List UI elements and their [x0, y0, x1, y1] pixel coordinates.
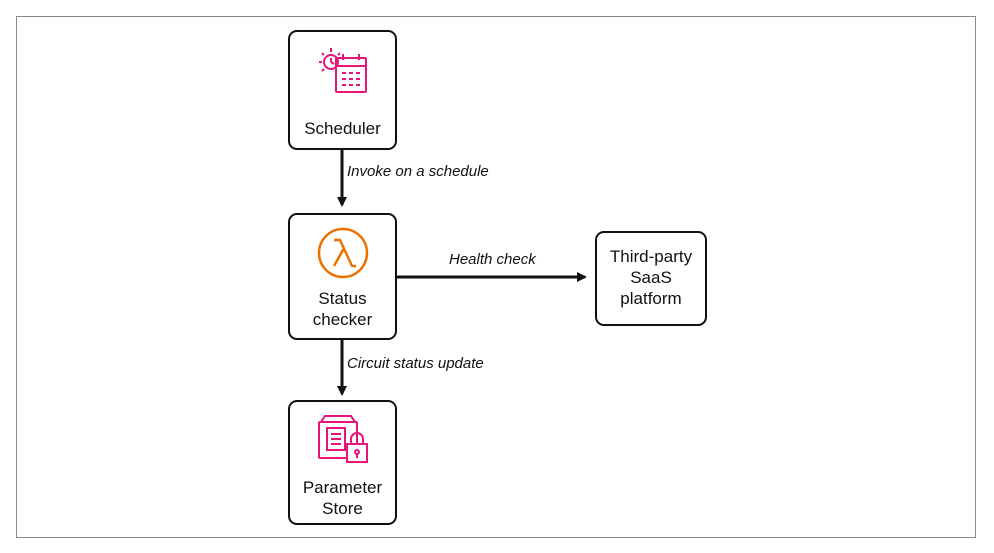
- saas-platform-node: Third-party SaaS platform: [595, 231, 707, 326]
- scheduler-node: Scheduler: [288, 30, 397, 150]
- parameter-store-label-line2: Store: [322, 499, 363, 518]
- edge-label-health: Health check: [449, 251, 536, 268]
- status-checker-node: Status checker: [288, 213, 397, 340]
- calendar-clock-icon: [315, 44, 371, 105]
- scheduler-label: Scheduler: [304, 119, 381, 138]
- lambda-icon: [315, 225, 371, 286]
- saas-label-line3: platform: [620, 289, 682, 308]
- parameter-store-icon: [313, 412, 373, 473]
- edge-label-circuit: Circuit status update: [347, 355, 484, 372]
- parameter-store-node: Parameter Store: [288, 400, 397, 525]
- saas-label-line1: Third-party: [609, 247, 693, 266]
- edge-label-invoke: Invoke on a schedule: [347, 163, 489, 180]
- status-checker-label-line2: checker: [312, 310, 373, 329]
- parameter-store-label-line1: Parameter: [302, 478, 383, 497]
- status-checker-label-line1: Status: [318, 289, 367, 308]
- saas-label-line2: SaaS: [630, 268, 672, 287]
- diagram-frame: [16, 16, 976, 538]
